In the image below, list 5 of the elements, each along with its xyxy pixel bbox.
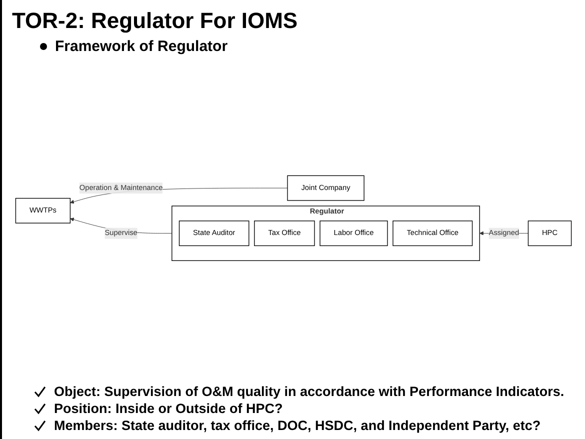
bullet-point-text: Position: Inside or Outside of HPC? [54, 401, 283, 416]
bullet-point-text: Object: Supervision of O&M quality in accordance with Performance Indicators. [54, 384, 564, 399]
section-heading: Framework of Regulator [55, 38, 228, 55]
bullet-point-text: Members: State auditor, tax office, DOC, HSDC, and Independent Party, etc? [54, 418, 541, 433]
slide-title: TOR-2: Regulator For IOMS [12, 8, 299, 34]
